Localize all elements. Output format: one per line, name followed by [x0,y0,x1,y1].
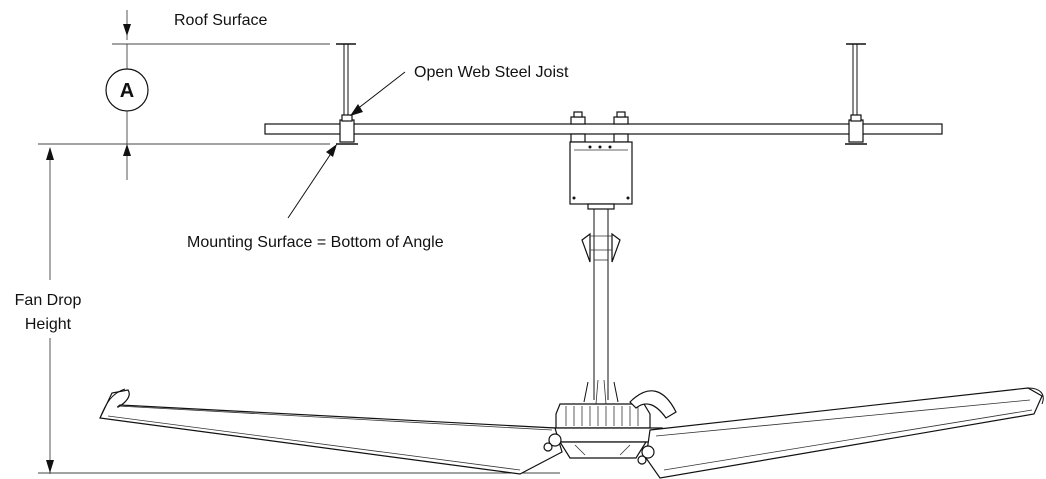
steel-joist-right [845,43,867,145]
dimension-a-label: A [120,80,134,102]
downrod [581,209,621,405]
mount-box [569,141,633,210]
joist-leader [350,71,406,116]
open-web-steel-joist-label: Open Web Steel Joist [414,64,569,81]
fan-blade-right [637,387,1044,479]
fan-blade-left [99,388,563,475]
mounting-angle-beam [264,123,943,135]
fan-motor-hub [547,390,677,459]
fan-drop-label-line2: Height [25,316,72,333]
mounting-surface-leader [287,144,337,219]
dimension-a: A [38,10,330,180]
fan-drop-label-line1: Fan Drop [15,292,82,309]
beam-clamps [570,111,629,143]
fan-drop-dimension [38,147,560,474]
mounting-surface-label: Mounting Surface = Bottom of Angle [187,234,444,251]
steel-joist-left [336,43,358,145]
roof-surface-label: Roof Surface [174,12,267,29]
